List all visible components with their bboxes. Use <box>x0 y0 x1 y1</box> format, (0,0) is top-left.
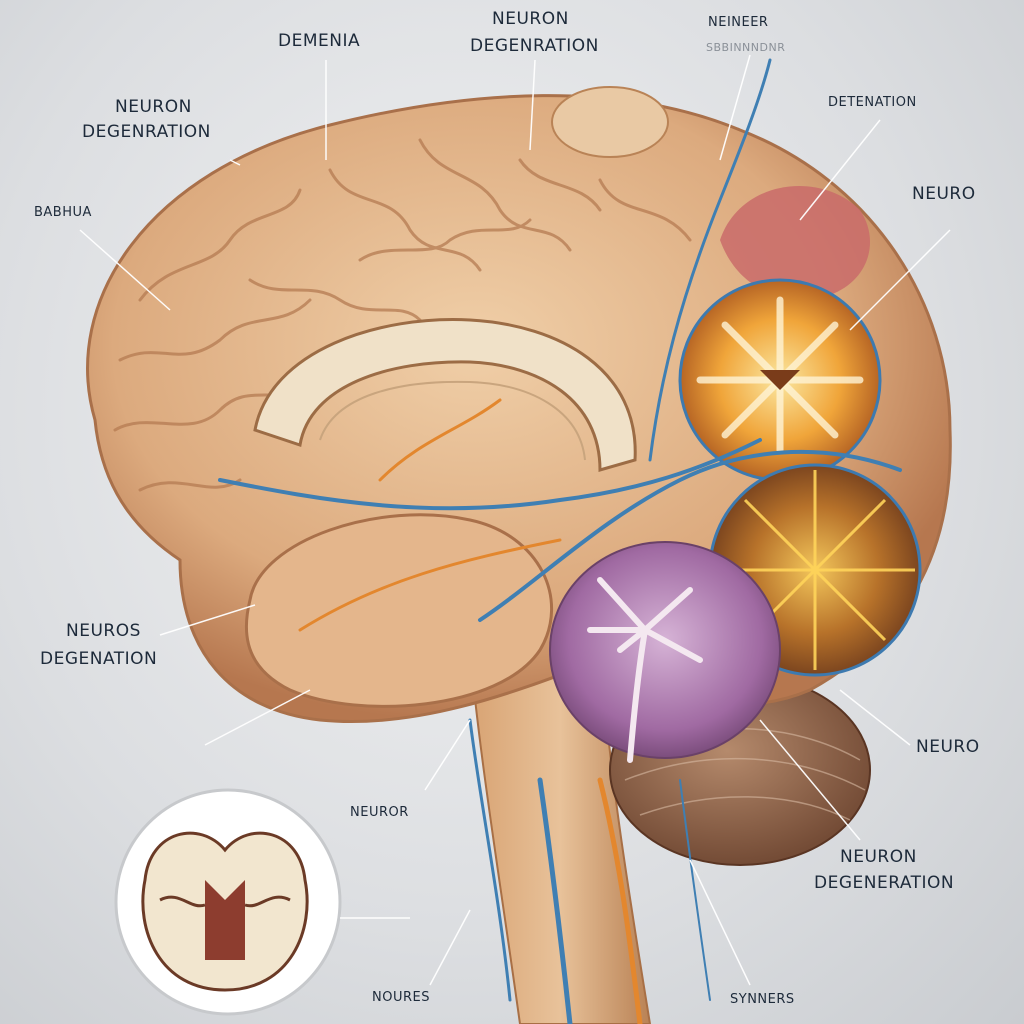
corpus-callosum <box>253 318 637 472</box>
cortex-gyri <box>113 138 692 492</box>
label-neuron-bottom-right: NEURON <box>840 847 917 867</box>
label-degeneration-top: DEGENRATION <box>470 36 599 56</box>
label-neineer: NEINEER <box>708 15 769 30</box>
top-nodule <box>551 86 669 158</box>
label-dementia: DEMENIA <box>278 31 361 51</box>
label-neuror-bottom: NEUROR <box>350 805 409 820</box>
frontal-patch <box>720 186 870 299</box>
label-neuro-right-lower: NEURO <box>916 737 980 757</box>
label-noures: NOURES <box>372 990 430 1005</box>
blood-vessels <box>218 58 902 1024</box>
label-degenation-mid-left: DEGENATION <box>40 649 158 669</box>
label-synners: SYNNERS <box>730 992 795 1007</box>
label-sbbinnndnr: SBBINNNDNR <box>706 41 786 54</box>
label-neuron-upper-left: NEURON <box>115 97 192 117</box>
cross-section-purple <box>549 541 781 759</box>
leader-lines <box>79 54 951 986</box>
label-detenation: DETENATION <box>828 95 917 110</box>
label-degeneration-bottom-right: DEGENERATION <box>814 873 955 893</box>
label-neuron-top: NEURON <box>492 9 569 29</box>
temporal-lobe <box>244 513 554 708</box>
label-neuro-right: NEURO <box>912 184 976 204</box>
label-babhua: BABHUA <box>34 205 92 220</box>
label-degeneration-upper-left: DEGENRATION <box>82 122 211 142</box>
label-neuros-mid-left: NEUROS <box>66 621 141 641</box>
inset-section-brain <box>141 831 309 992</box>
